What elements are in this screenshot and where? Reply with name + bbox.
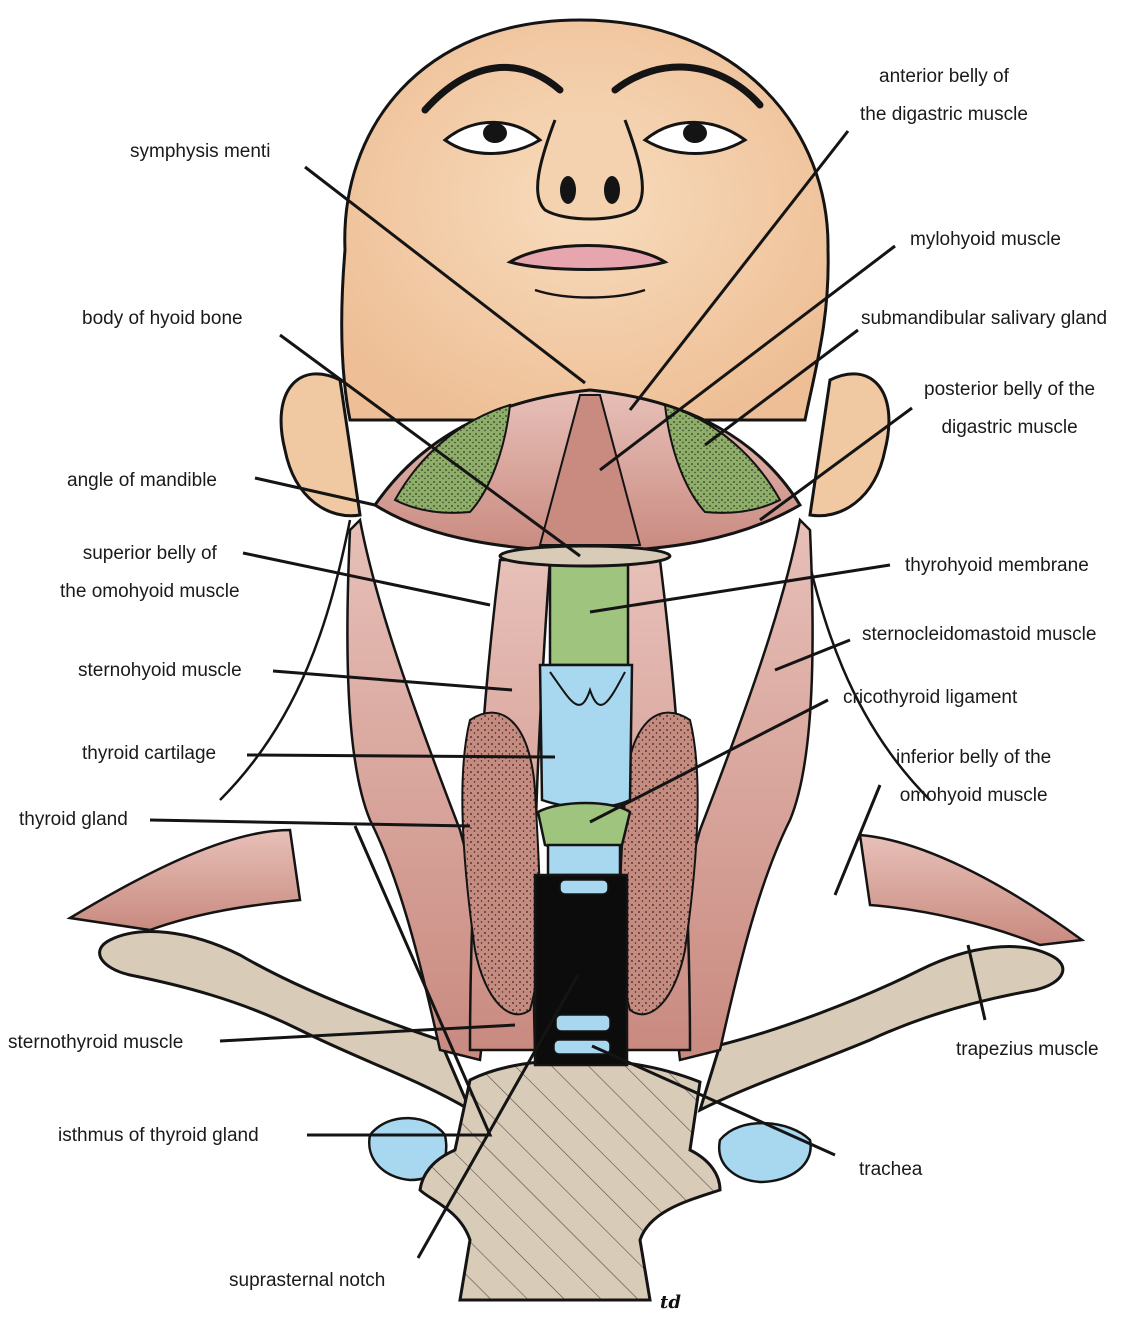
label-sternohyoid-muscle: sternohyoid muscle: [78, 652, 242, 690]
label-thyrohyoid-membrane: thyrohyoid membrane: [905, 547, 1089, 585]
hyoid-bone: [500, 546, 670, 566]
label-symphysis-menti: symphysis menti: [130, 133, 270, 171]
label-trachea: trachea: [859, 1151, 922, 1189]
leader-thyroid-cartilage: [247, 755, 555, 757]
label-thyroid-cartilage: thyroid cartilage: [82, 735, 216, 773]
cricoid-cartilage: [548, 845, 620, 875]
tracheal-ring-1: [560, 880, 608, 894]
tracheal-ring-2: [556, 1015, 610, 1031]
label-mylohyoid-muscle: mylohyoid muscle: [910, 221, 1061, 259]
clavicle-right: [700, 947, 1063, 1110]
label-inferior-belly-omohyoid: inferior belly of the omohyoid muscle: [896, 739, 1051, 815]
pupil-right: [683, 123, 707, 143]
artist-signature: td: [660, 1292, 681, 1313]
label-submandibular-salivary-gland: submandibular salivary gland: [861, 300, 1107, 338]
nose: [538, 120, 643, 219]
nostril-left: [560, 176, 576, 204]
trapezius-right: [860, 835, 1082, 945]
pupil-left: [483, 123, 507, 143]
label-body-of-hyoid-bone: body of hyoid bone: [82, 300, 243, 338]
label-anterior-belly-digastric: anterior belly of the digastric muscle: [860, 58, 1028, 134]
trachea-column: [535, 875, 627, 1065]
label-thyroid-gland: thyroid gland: [19, 801, 128, 839]
lung-apex-right: [719, 1123, 810, 1182]
label-superior-belly-omohyoid: superior belly of the omohyoid muscle: [60, 535, 240, 611]
label-angle-of-mandible: angle of mandible: [67, 462, 217, 500]
label-sternothyroid-muscle: sternothyroid muscle: [8, 1024, 183, 1062]
label-cricothyroid-ligament: cricothyroid ligament: [843, 679, 1017, 717]
thyrohyoid-membrane: [550, 565, 628, 665]
nostril-right: [604, 176, 620, 204]
label-posterior-belly-digastric: posterior belly of the digastric muscle: [924, 371, 1095, 447]
label-sternocleidomastoid-muscle: sternocleidomastoid muscle: [862, 616, 1096, 654]
label-trapezius-muscle: trapezius muscle: [956, 1031, 1099, 1069]
label-suprasternal-notch: suprasternal notch: [229, 1262, 385, 1300]
ear-right: [810, 374, 889, 516]
trapezius-left: [70, 830, 300, 930]
label-isthmus-of-thyroid-gland: isthmus of thyroid gland: [58, 1117, 259, 1155]
